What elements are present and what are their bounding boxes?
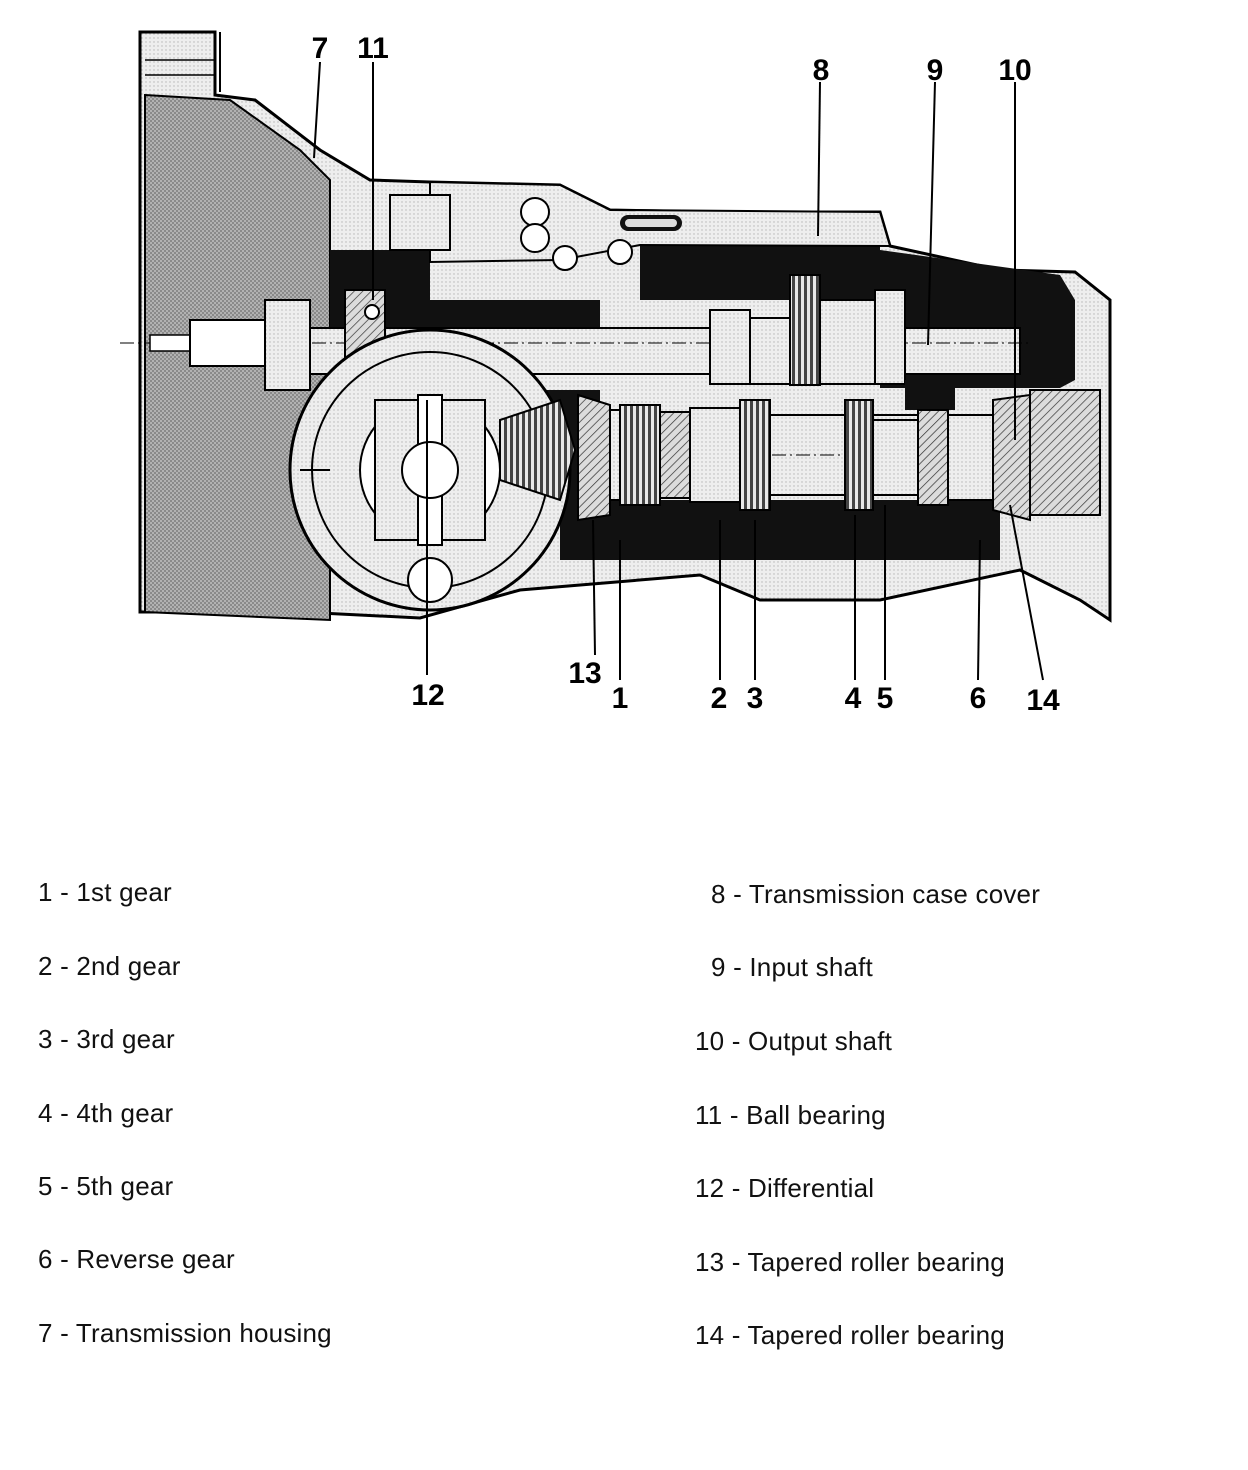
legend-item-11: 11 - Ball bearing xyxy=(695,1100,886,1130)
callout-10: 10 xyxy=(998,54,1031,87)
callout-5: 5 xyxy=(877,682,894,715)
legend-item-4: 4 - 4th gear xyxy=(38,1098,174,1128)
callout-11: 11 xyxy=(357,32,389,65)
callout-7: 7 xyxy=(312,32,329,65)
callout-3: 3 xyxy=(747,682,764,715)
legend-item-2: 2 - 2nd gear xyxy=(38,951,181,981)
legend-item-14: 14 - Tapered roller bearing xyxy=(695,1320,1005,1350)
callout-12: 12 xyxy=(411,679,444,712)
callout-13: 13 xyxy=(568,657,601,690)
callout-numbers: 7 11 8 9 10 12 13 1 2 3 4 5 6 14 xyxy=(312,32,1060,717)
leader-lines xyxy=(313,61,1044,681)
callout-4: 4 xyxy=(845,682,862,715)
legend-item-12: 12 - Differential xyxy=(695,1173,875,1203)
legend-item-13: 13 - Tapered roller bearing xyxy=(695,1247,1005,1277)
input-gear-cluster xyxy=(709,274,955,410)
legend-item-1: 1 - 1st gear xyxy=(38,877,172,907)
legend-item-10: 10 - Output shaft xyxy=(695,1026,893,1056)
legend-item-3: 3 - 3rd gear xyxy=(38,1024,175,1054)
callout-1: 1 xyxy=(612,682,629,715)
callout-6: 6 xyxy=(970,682,987,715)
callout-14: 14 xyxy=(1026,684,1060,717)
callout-8: 8 xyxy=(813,54,830,87)
tapered-roller-bearing-14 xyxy=(992,393,1031,522)
legend-item-9: 9 - Input shaft xyxy=(711,952,873,982)
tapered-roller-bearing-13 xyxy=(577,393,611,522)
callout-2: 2 xyxy=(711,682,728,715)
transmission-case-cover xyxy=(389,180,892,271)
transmission-cutaway-diagram: 7 11 8 9 10 12 13 1 2 3 4 5 6 14 xyxy=(120,30,1112,717)
legend-item-5: 5 - 5th gear xyxy=(38,1171,174,1201)
legend-item-8: 8 - Transmission case cover xyxy=(711,879,1041,909)
callout-9: 9 xyxy=(927,54,944,87)
legend-item-6: 6 - Reverse gear xyxy=(38,1244,235,1274)
differential xyxy=(288,328,577,612)
legend-item-7: 7 - Transmission housing xyxy=(38,1318,332,1348)
